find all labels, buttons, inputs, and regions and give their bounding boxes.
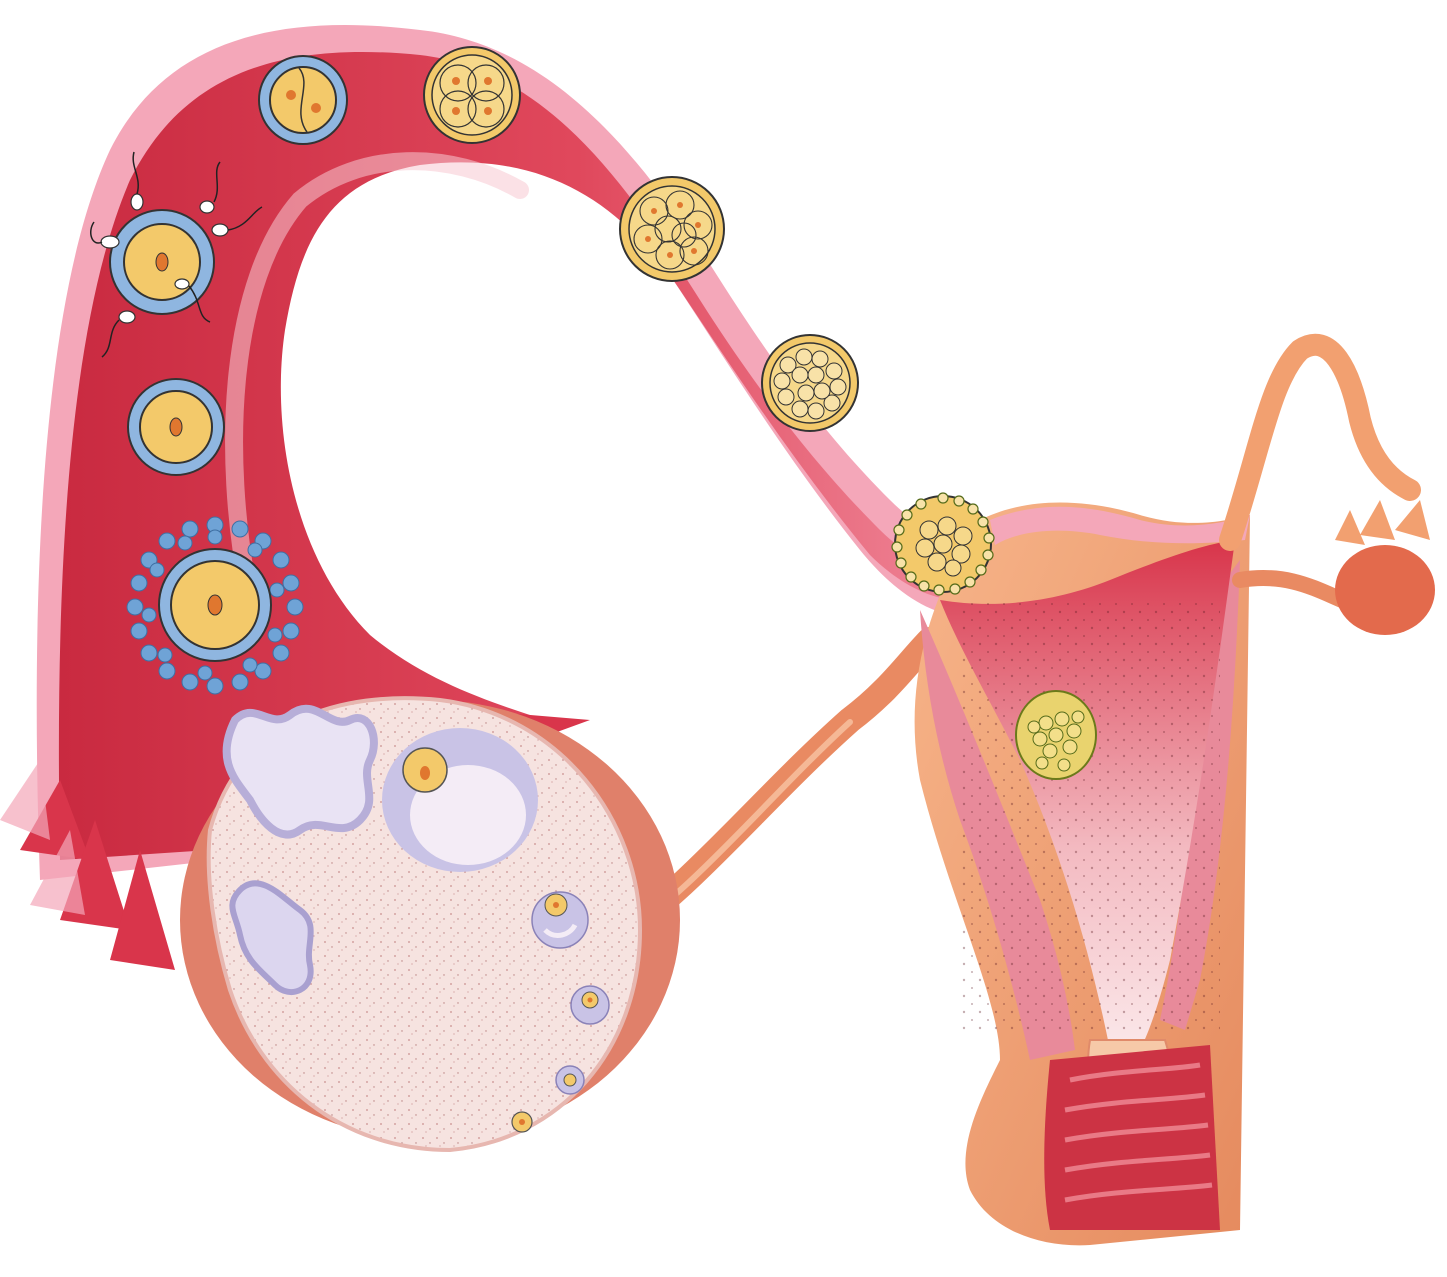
ovary (180, 698, 680, 1150)
four-cell-embryo-icon (424, 47, 520, 143)
primordial-follicle-icon (512, 1112, 532, 1132)
right-adnexa (1230, 345, 1435, 635)
mature-follicle-icon (382, 728, 538, 872)
primary-follicle-icon (571, 986, 609, 1024)
implanting-blastocyst-icon (1016, 691, 1096, 779)
right-ovary (1335, 545, 1435, 635)
primary-follicle-icon (556, 1066, 584, 1094)
morula-icon (762, 335, 858, 431)
right-fimbriae (1335, 500, 1430, 545)
endometrium-dots (960, 600, 1220, 1030)
uterus (915, 503, 1250, 1246)
secondary-follicle-icon (532, 892, 588, 948)
oocyte-icon (128, 379, 224, 475)
two-cell-embryo-icon (259, 56, 347, 144)
eight-cell-embryo-icon (620, 177, 724, 281)
